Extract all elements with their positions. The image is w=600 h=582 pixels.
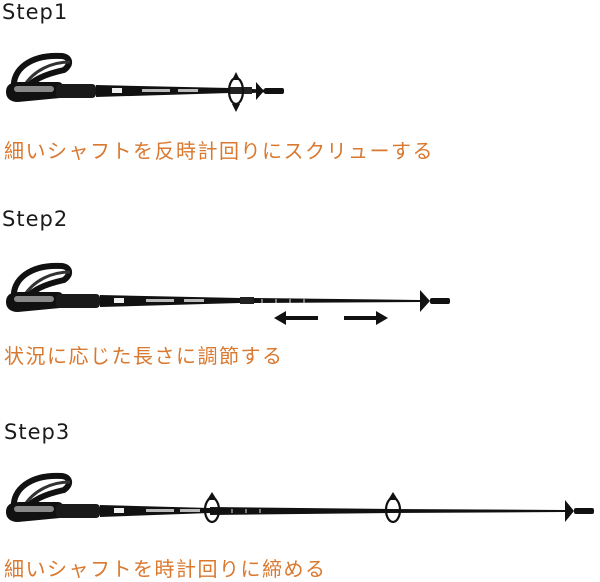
- step1-trekking-pole-image: [6, 52, 284, 112]
- step2-shorten-arrow-icon: [274, 311, 318, 325]
- step3-shaft-middle: [210, 507, 390, 515]
- step3-shaft-thin: [390, 509, 565, 513]
- step3-rotate-clockwise-icon-1: [203, 492, 221, 524]
- step3-rotate-clockwise-icon-2: [384, 492, 402, 524]
- step2-extend-arrow-icon: [344, 311, 388, 325]
- step1-caption: 細いシャフトを反時計回りにスクリューする: [4, 139, 434, 163]
- step3-title: Step3: [4, 420, 71, 444]
- step3-basket-icon: [565, 500, 574, 522]
- step1-rotate-counterclockwise-icon: [227, 72, 245, 112]
- step3-trekking-pole-image: [6, 472, 594, 524]
- step1-basket-icon: [256, 82, 264, 100]
- step2-title: Step2: [2, 207, 69, 231]
- step2-basket-icon: [420, 290, 430, 312]
- step3-caption: 細いシャフトを時計回りに締める: [4, 557, 327, 581]
- step2-caption: 状況に応じた長さに調節する: [4, 344, 284, 368]
- step2-shaft-thin: [254, 298, 420, 303]
- step2-trekking-pole-image: [6, 262, 450, 325]
- step1-lock-segment: [230, 87, 252, 94]
- step1-title: Step1: [2, 0, 69, 24]
